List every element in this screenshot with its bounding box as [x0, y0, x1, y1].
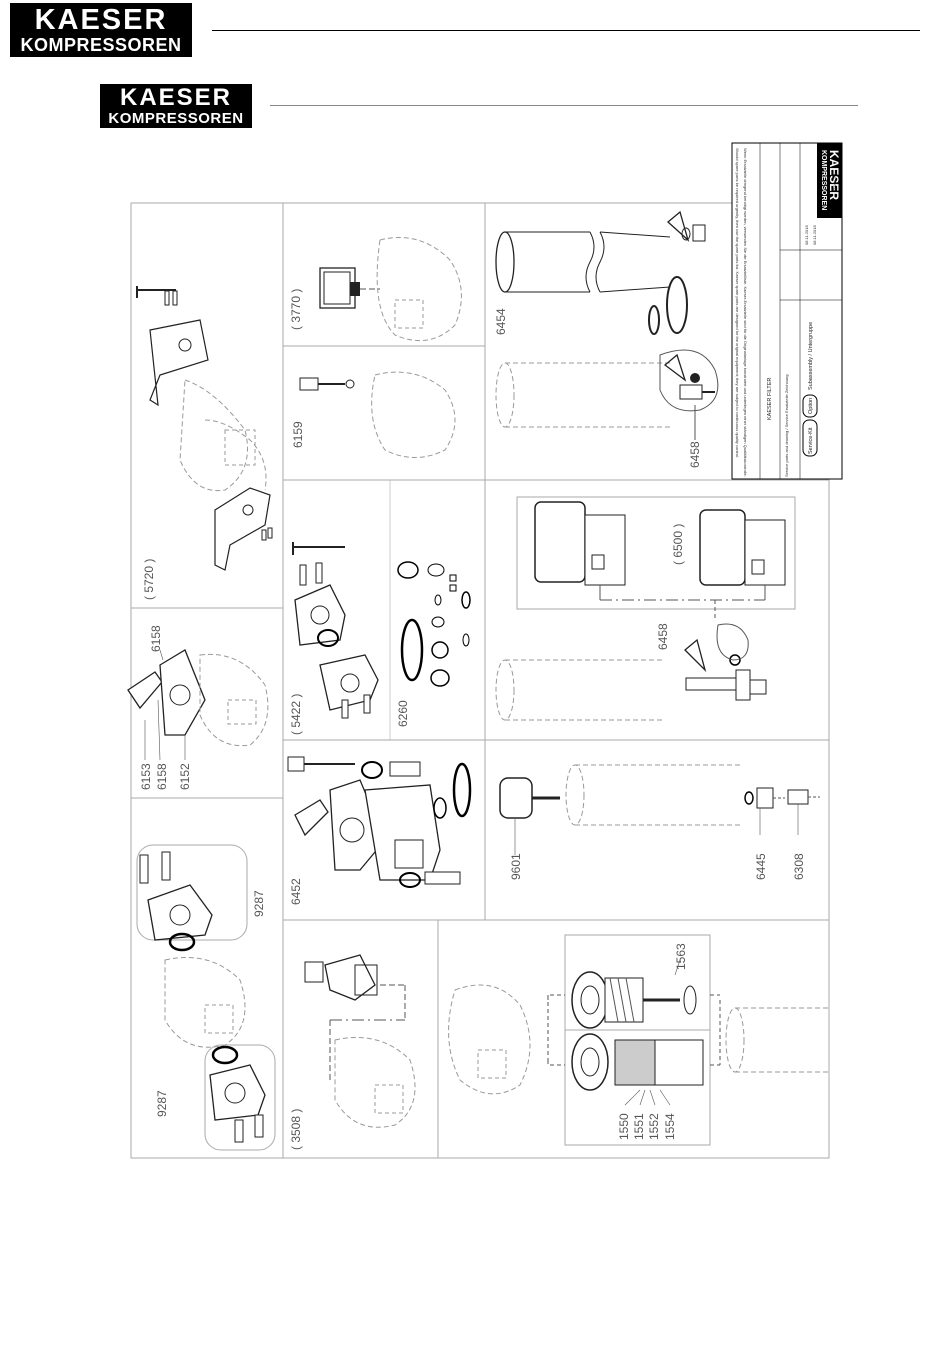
- part-label-9287-b: 9287: [155, 1090, 169, 1117]
- title-block-product: KAESER FILTER: [767, 378, 773, 420]
- part-label-5422: ( 5422 ): [289, 694, 303, 735]
- part-label-6500: ( 6500 ): [671, 524, 685, 565]
- part-label-6445: 6445: [754, 853, 768, 880]
- part-label-3770: ( 3770 ): [289, 289, 303, 330]
- part-label-1563: 1563: [674, 943, 688, 970]
- drawing-frame: [130, 202, 830, 1159]
- panel-6153-6158-6152: [127, 649, 269, 761]
- part-label-3508: ( 3508 ): [289, 1109, 303, 1150]
- title-block-option: Option: [808, 398, 814, 414]
- panel-6458-top: [495, 349, 719, 440]
- panel-5720: [136, 286, 273, 571]
- panel-6159: [299, 371, 456, 458]
- title-block-logo-line1: KAESER: [827, 150, 841, 200]
- part-label-6158-b: 6158: [149, 625, 163, 652]
- title-block: KAESER KOMPRESSOREN Should spare parts b…: [731, 142, 843, 480]
- title-block-subassembly: Subassembly / Untergruppe: [808, 322, 814, 390]
- inner-logo-line1: KAESER: [119, 84, 233, 111]
- part-label-1551: 1551: [632, 1113, 646, 1140]
- panel-9287: [136, 844, 276, 1151]
- panel-6500-6458: [495, 496, 796, 721]
- part-label-6454: 6454: [494, 308, 508, 335]
- panel-3770: [319, 237, 462, 342]
- panel-9601-6445-6308: [499, 764, 820, 855]
- part-label-1550: 1550: [617, 1113, 631, 1140]
- title-block-sheet: 1 von 1: [832, 176, 837, 190]
- kaeser-logo-header: KAESER KOMPRESSOREN: [10, 3, 192, 57]
- part-label-6158-a: 6158: [155, 763, 169, 790]
- title-block-date1: 08.11.2018: [804, 225, 809, 245]
- inner-header-rule: [270, 105, 858, 106]
- title-block-logo-line2: KOMPRESSOREN: [820, 150, 827, 210]
- part-label-6260: 6260: [396, 700, 410, 727]
- title-block-note-en: Should spare parts be required urgently,…: [735, 148, 740, 458]
- part-label-6159: 6159: [291, 421, 305, 448]
- panel-5422: [292, 542, 379, 719]
- kaeser-logo-inner: KAESER KOMPRESSOREN: [100, 84, 252, 128]
- part-label-6458-top: 6458: [688, 441, 702, 468]
- part-label-1554: 1554: [663, 1113, 677, 1140]
- part-label-6452: 6452: [289, 878, 303, 905]
- panel-1563-155x: [448, 934, 829, 1146]
- panel-6452: [287, 756, 472, 888]
- title-block-date2: 08.11.2018: [812, 225, 817, 245]
- part-label-9601: 9601: [509, 853, 523, 880]
- part-label-6153: 6153: [139, 763, 153, 790]
- part-label-5720: ( 5720 ): [142, 559, 156, 600]
- logo-line1: KAESER: [34, 4, 168, 36]
- part-label-6308: 6308: [792, 853, 806, 880]
- title-block-caption: Service parts and drawing / Service Ersa…: [784, 375, 789, 478]
- title-block-service-kit: Service-Kit: [808, 427, 814, 454]
- panel-3508: [304, 954, 416, 1128]
- part-label-1552: 1552: [647, 1113, 661, 1140]
- part-label-6152: 6152: [178, 763, 192, 790]
- part-label-6458-mid: 6458: [656, 623, 670, 650]
- header-rule: [212, 30, 920, 31]
- panel-6260: [397, 561, 471, 687]
- logo-line2: KOMPRESSOREN: [20, 35, 182, 55]
- part-label-9287-a: 9287: [252, 890, 266, 917]
- inner-logo-line2: KOMPRESSOREN: [108, 110, 244, 127]
- title-block-note-de: Wenn Ersatzteile dringend benötigt werde…: [743, 148, 748, 477]
- panel-6454: [495, 210, 706, 335]
